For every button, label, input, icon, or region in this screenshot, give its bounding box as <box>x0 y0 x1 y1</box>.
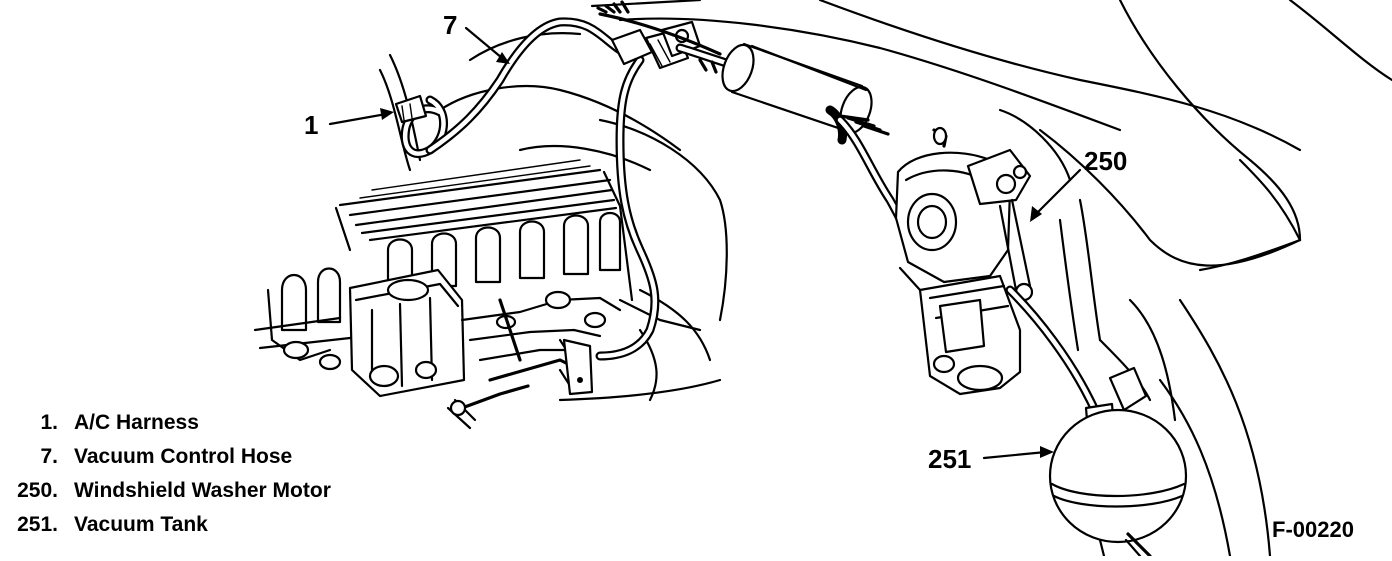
legend-item-number: 7. <box>40 445 58 468</box>
ac-harness <box>394 94 448 159</box>
legend-item-label: Vacuum Tank <box>74 513 208 536</box>
legend-item-label: A/C Harness <box>74 411 199 434</box>
legend-item-number: 250. <box>17 479 58 502</box>
legend-item-number: 1. <box>40 411 58 434</box>
washer-motor <box>894 148 1034 396</box>
arrow-250-head <box>1030 206 1042 222</box>
leader-arrows <box>328 26 1082 460</box>
legend-item-label: Vacuum Control Hose <box>74 445 292 468</box>
arrow-1-head <box>380 108 394 120</box>
engine-block <box>253 159 702 430</box>
legend-item: 250. Windshield Washer Motor <box>17 479 331 502</box>
legend-item: 1. A/C Harness <box>40 411 198 434</box>
callout-1: 1 <box>304 110 318 140</box>
legend-item-label: Windshield Washer Motor <box>74 479 331 502</box>
legend-item: 7. Vacuum Control Hose <box>40 445 292 468</box>
legend-item-number: 251. <box>17 513 58 536</box>
vacuum-control-hose <box>425 0 741 361</box>
callout-251: 251 <box>928 444 971 474</box>
arrow-251-head <box>1040 446 1054 458</box>
vacuum-tank <box>1005 285 1188 558</box>
callout-7: 7 <box>443 10 457 40</box>
legend-item: 251. Vacuum Tank <box>17 513 208 536</box>
arrow-7-head <box>496 52 510 64</box>
legend: 1. A/C Harness 7. Vacuum Control Hose 25… <box>17 411 331 536</box>
figure-id: F-00220 <box>1272 517 1354 542</box>
callout-250: 250 <box>1084 146 1127 176</box>
